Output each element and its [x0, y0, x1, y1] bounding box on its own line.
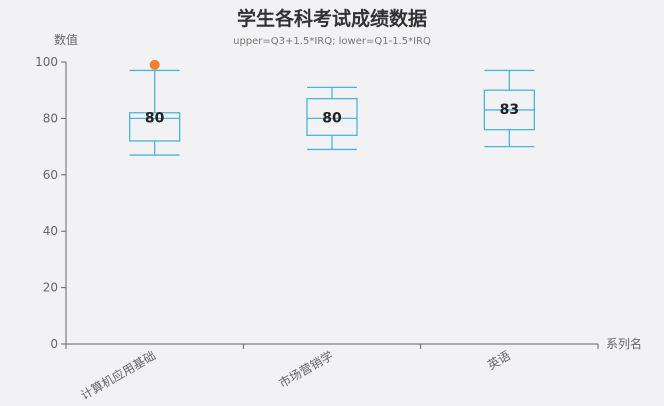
y-tick-label: 40 — [43, 224, 58, 238]
box — [306, 98, 358, 136]
median-label: 80 — [322, 110, 342, 126]
y-tick-label: 20 — [43, 281, 58, 295]
median-label: 83 — [500, 102, 519, 118]
box — [129, 112, 181, 142]
median-label: 80 — [145, 110, 165, 126]
x-tick-label: 英语 — [485, 348, 513, 372]
chart-title: 学生各科考试成绩数据 — [236, 8, 427, 30]
chart-subtitle: upper=Q3+1.5*IRQ; lower=Q1-1.5*IRQ — [233, 36, 431, 47]
y-tick-label: 100 — [35, 55, 58, 69]
y-tick-label: 0 — [50, 337, 58, 351]
x-axis-label: 系列名 — [606, 336, 642, 351]
y-tick-label: 60 — [43, 168, 58, 182]
y-tick-label: 80 — [43, 111, 58, 125]
outlier-point — [149, 59, 160, 70]
x-tick-label: 计算机应用基础 — [78, 348, 158, 403]
x-tick-label: 市场营销学 — [276, 348, 335, 391]
y-axis-label: 数值 — [54, 32, 78, 47]
